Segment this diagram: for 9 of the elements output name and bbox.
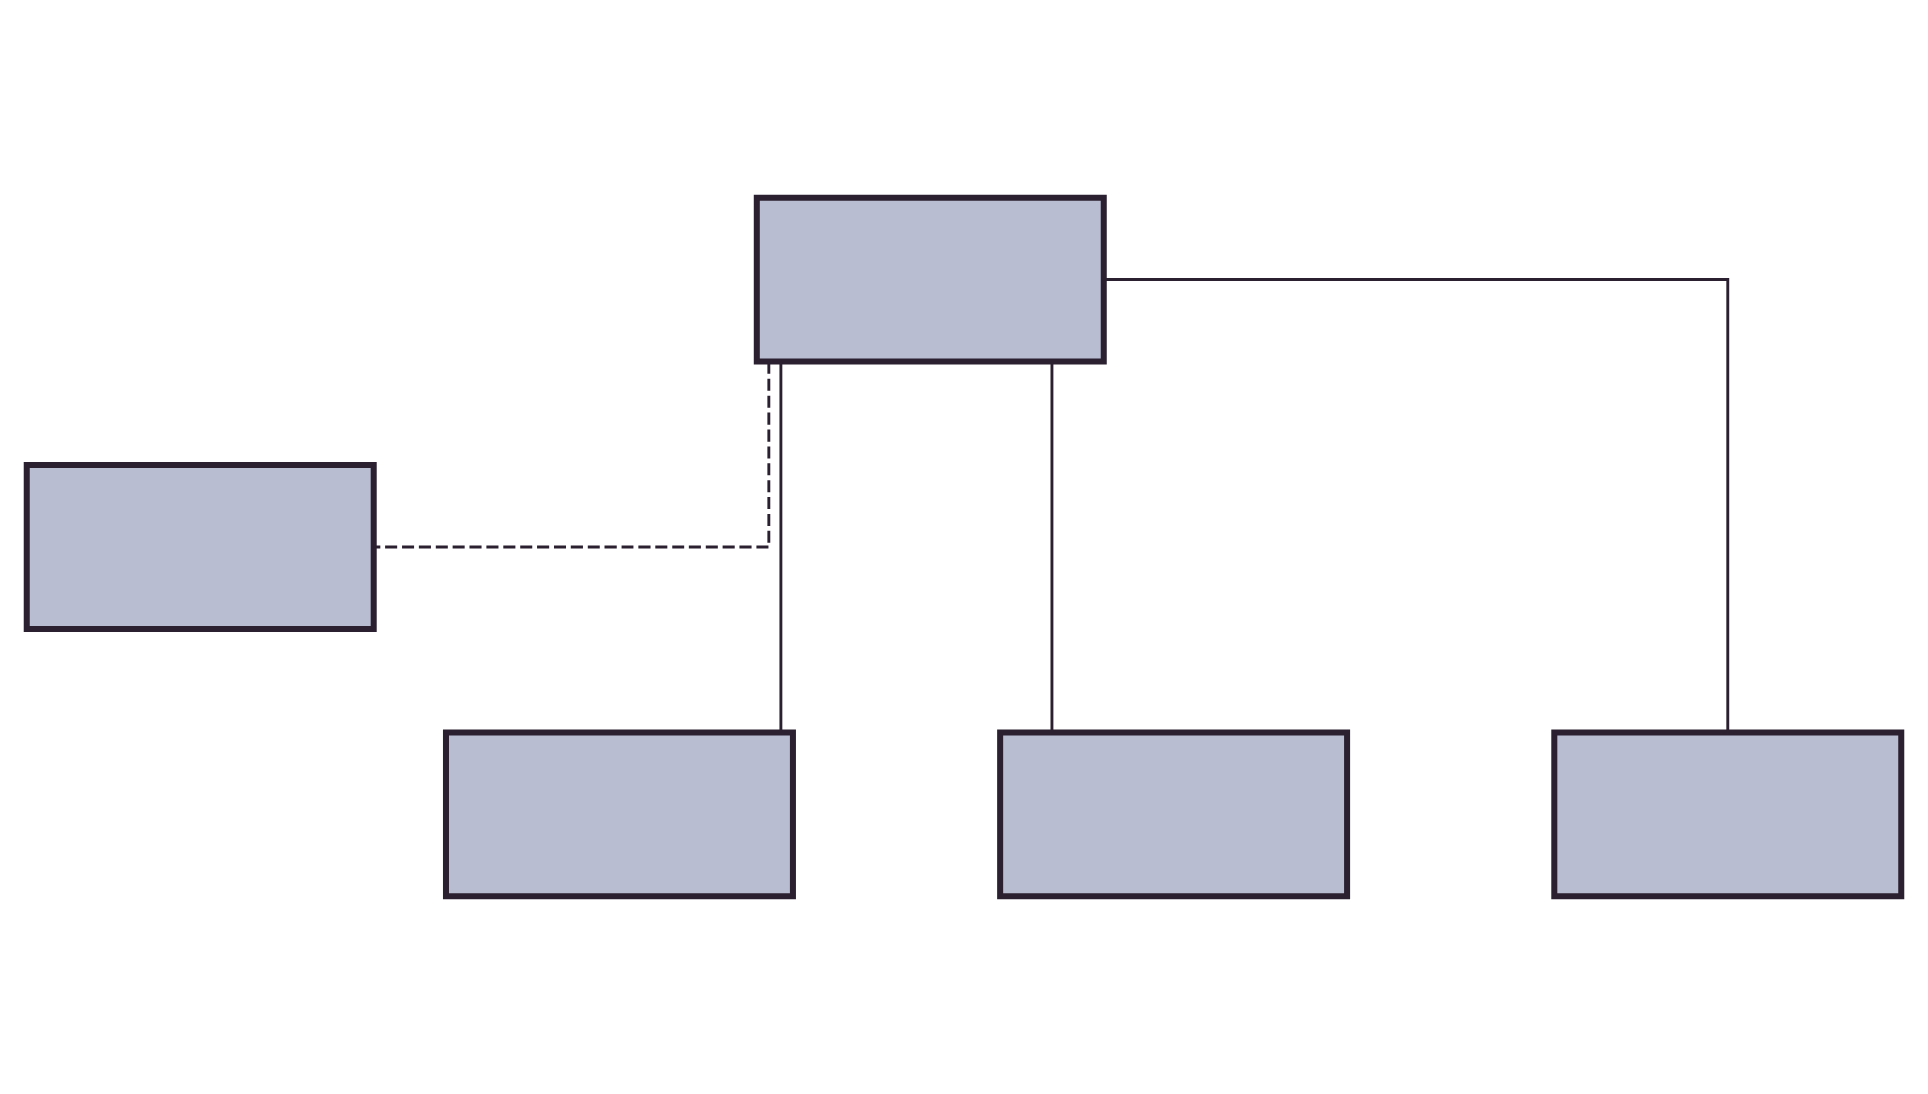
- connector: [373, 362, 771, 549]
- node-box: [1551, 729, 1905, 900]
- connector: [779, 361, 783, 732]
- node-box: [442, 729, 796, 900]
- connector: [1104, 278, 1730, 733]
- connector: [1050, 361, 1054, 732]
- node-box: [997, 729, 1351, 900]
- node-box: [23, 462, 377, 632]
- node-box: [753, 194, 1107, 365]
